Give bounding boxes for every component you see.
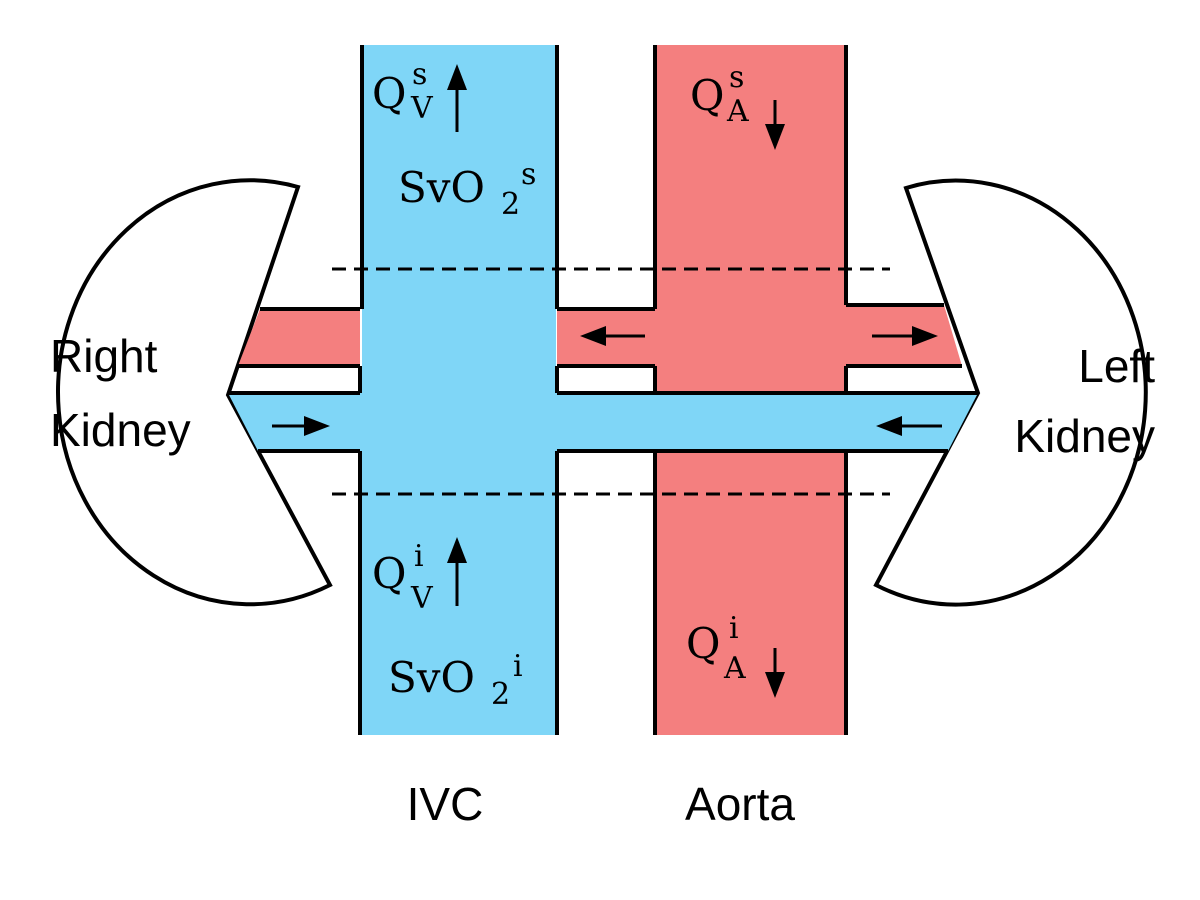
left-kidney-label-line1: Left — [1078, 340, 1155, 392]
arrow-right-icon — [872, 326, 938, 346]
arrow-up-icon — [447, 537, 467, 606]
arrow-down-icon — [765, 100, 785, 150]
ivc-trunk — [362, 45, 556, 735]
right-kidney-label-line1: Right — [50, 330, 158, 382]
left-kidney-shape — [873, 178, 1148, 607]
ivc-label: IVC — [407, 778, 484, 830]
ivc-vessel — [228, 45, 978, 735]
arrow-right-icon — [272, 416, 330, 436]
right-renal-artery-left-segment — [238, 309, 360, 366]
left-kidney-label-line2: Kidney — [1014, 410, 1155, 462]
arrow-left-icon — [876, 416, 942, 436]
arrow-up-icon — [447, 64, 467, 132]
arrow-down-icon — [765, 648, 785, 698]
aorta-label: Aorta — [685, 778, 795, 830]
aorta-vessel — [238, 45, 962, 735]
right-kidney-shape — [56, 178, 333, 607]
arrow-left-icon — [580, 326, 645, 346]
renal-veins — [228, 393, 978, 451]
aorta-trunk — [655, 45, 846, 735]
right-kidney-label-line2: Kidney — [50, 404, 191, 456]
